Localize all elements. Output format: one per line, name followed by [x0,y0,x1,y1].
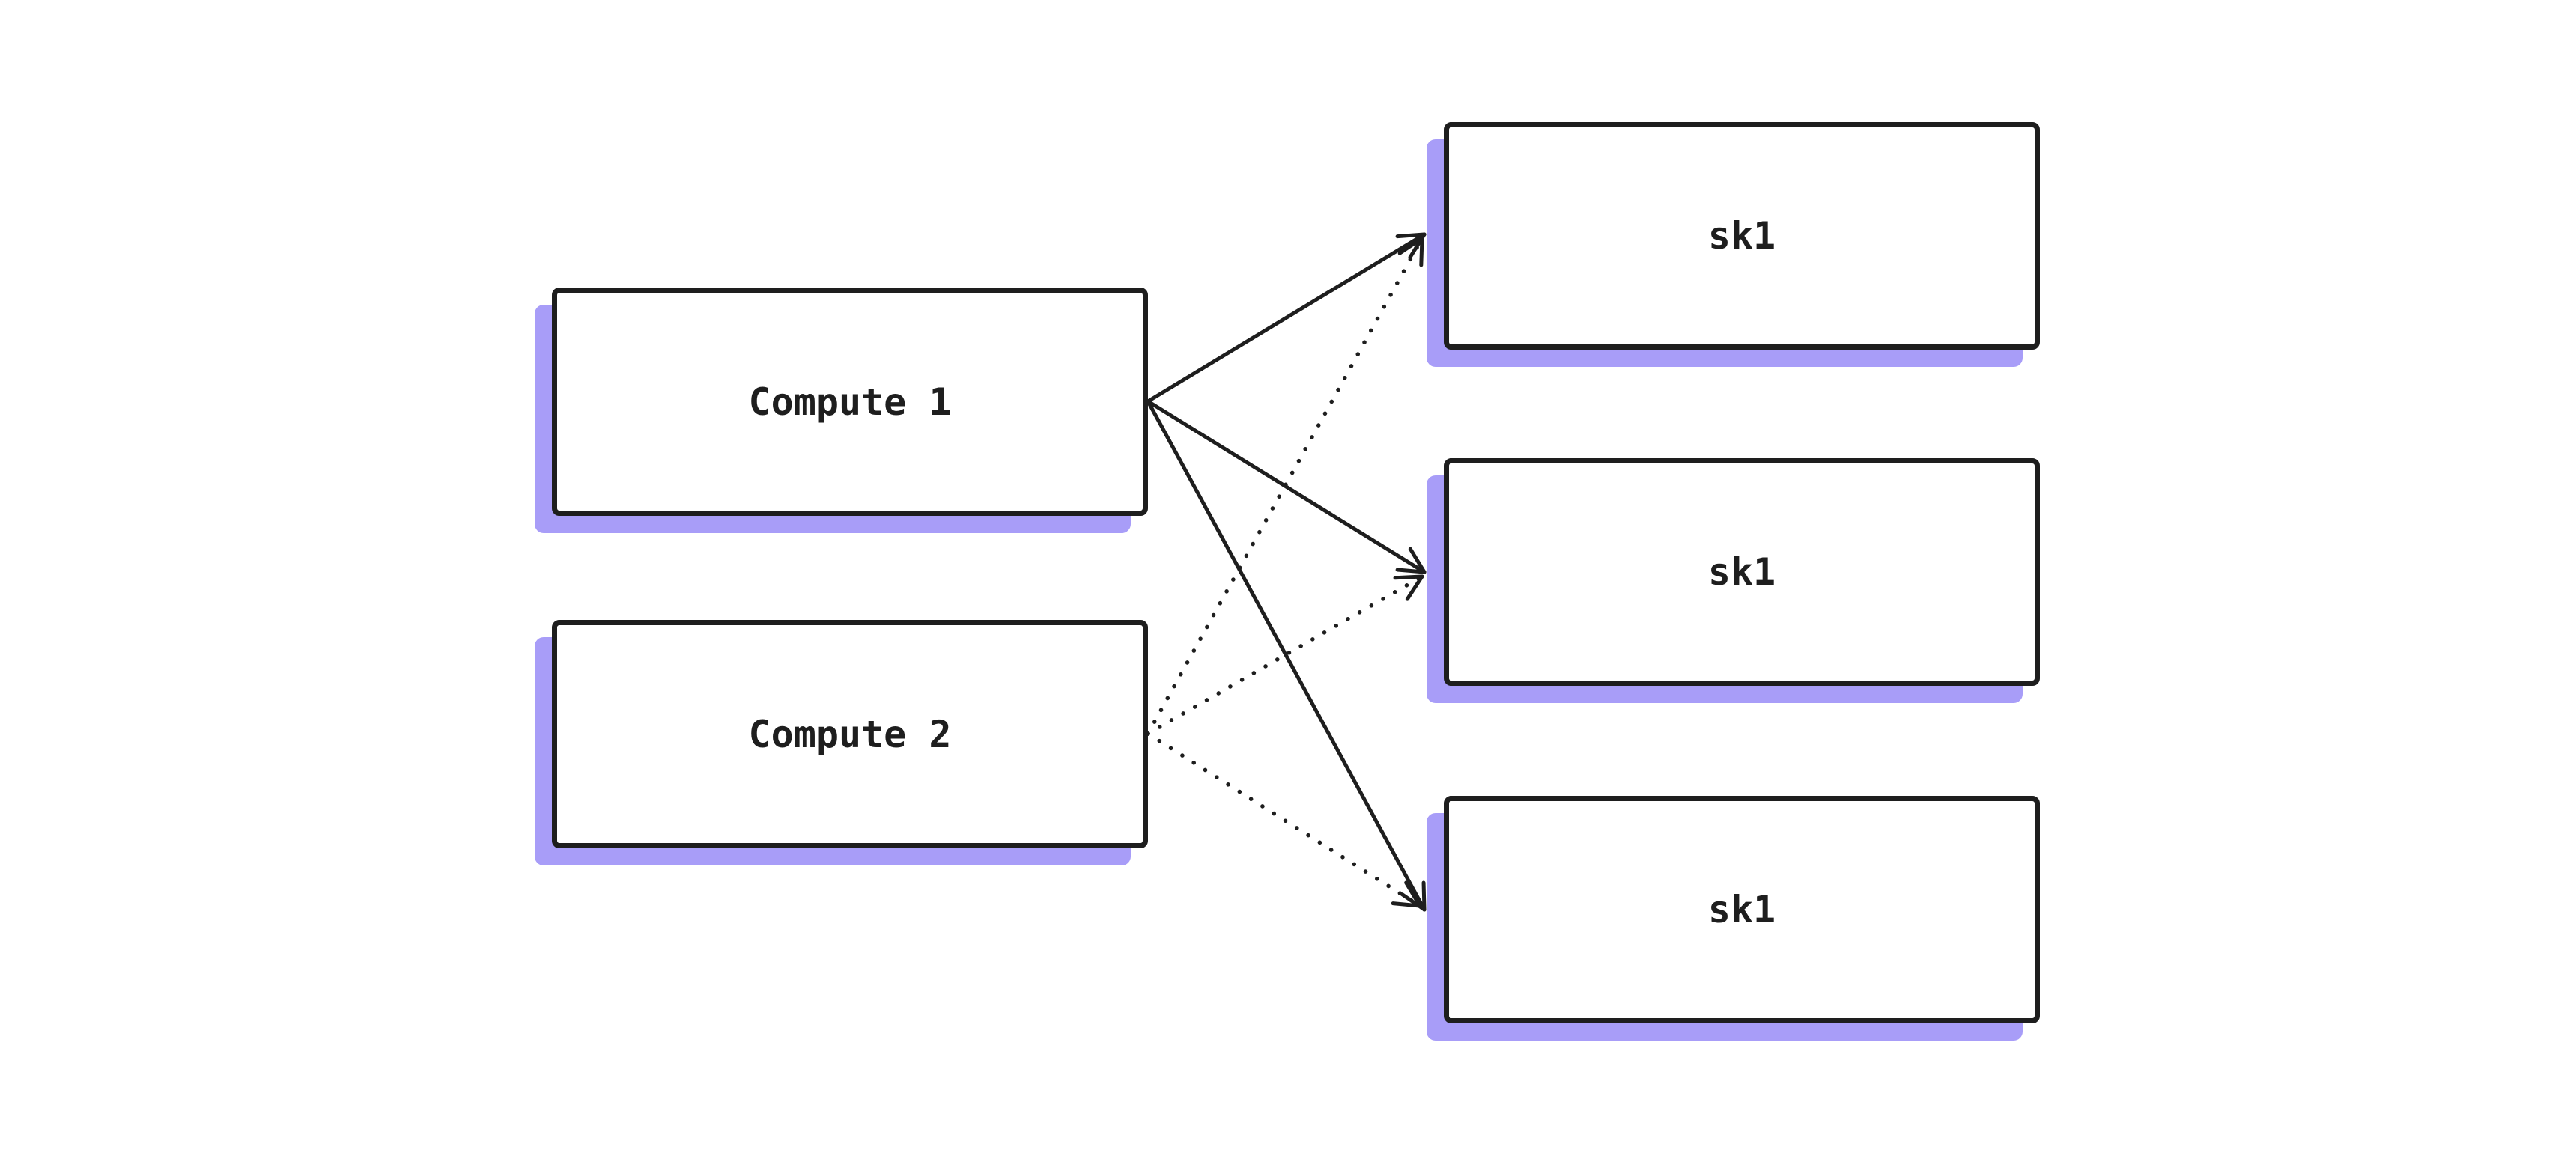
diagram-node-compute-2: Compute 2 [535,620,1148,865]
diagram-node-sk1-bottom: sk1 [1427,796,2040,1041]
diagram-node-sk1-top: sk1 [1427,122,2040,367]
node-label: sk1 [1707,550,1776,594]
arrowhead-compute2-to-sk1-top [1419,236,1424,267]
node-box: sk1 [1444,796,2040,1023]
diagram-node-sk1-middle: sk1 [1427,458,2040,703]
node-box: Compute 1 [552,288,1148,516]
arrowhead-compute2-to-sk1-top [1397,236,1424,255]
edge-compute2-to-sk1-bottom [1146,731,1422,908]
arrowhead-compute2-to-sk1-middle [1393,574,1424,580]
arrowhead-compute1-to-sk1-bottom [1400,892,1427,912]
node-label: sk1 [1707,888,1776,931]
node-box: sk1 [1444,458,2040,686]
arrowhead-compute1-to-sk1-top [1395,232,1427,239]
diagram-node-compute-1: Compute 1 [535,288,1148,533]
arrowhead-compute2-to-sk1-middle [1405,574,1424,601]
node-label: sk1 [1707,214,1776,258]
node-box: Compute 2 [552,620,1148,848]
node-label: Compute 1 [748,380,952,424]
edge-compute2-to-sk1-top [1146,236,1424,736]
edge-compute1-to-sk1-bottom [1146,399,1427,912]
arrowhead-compute2-to-sk1-bottom [1391,901,1422,908]
arrowhead-compute2-to-sk1-bottom [1404,880,1422,908]
arrowhead-compute1-to-sk1-middle [1408,547,1427,574]
edge-compute1-to-sk1-middle [1146,399,1427,574]
edge-compute2-to-sk1-middle [1146,574,1424,736]
edge-compute1-to-sk1-top [1146,232,1427,404]
arrowhead-compute1-to-sk1-top [1408,232,1427,260]
node-label: Compute 2 [748,712,952,756]
node-box: sk1 [1444,122,2040,350]
arrowhead-compute1-to-sk1-middle [1395,568,1427,574]
